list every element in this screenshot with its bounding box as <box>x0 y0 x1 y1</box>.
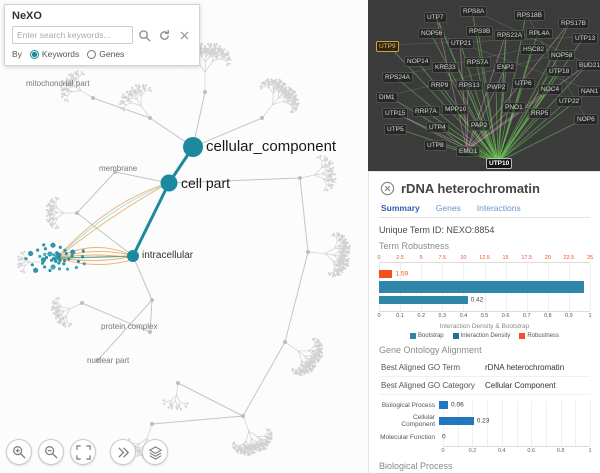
ontology-tree-panel[interactable]: NeXO By Keywords Genes <box>0 0 368 473</box>
search-input[interactable] <box>12 26 133 44</box>
search-mode-options: By Keywords Genes <box>12 49 192 59</box>
gene-node-rpl4a[interactable]: RPL4A <box>526 28 553 39</box>
gene-node-utp7[interactable]: UTP7 <box>424 12 447 23</box>
search-icon[interactable] <box>137 27 153 43</box>
gene-node-nan1[interactable]: NAN1 <box>578 86 600 97</box>
gene-node-rps9b[interactable]: RPS9B <box>466 26 494 37</box>
gene-node-nop14[interactable]: NOP14 <box>404 56 432 67</box>
tab-genes[interactable]: Genes <box>435 203 461 213</box>
gene-node-utp8[interactable]: UTP8 <box>424 140 447 151</box>
legend-robustness: Robustness <box>519 333 559 339</box>
gene-node-rps17b[interactable]: RPS17B <box>558 18 589 29</box>
go-alignment-heading: Gene Ontology Alignment <box>379 345 482 355</box>
gene-node-rps7a[interactable]: RPS7A <box>464 57 492 68</box>
bar-robustness: 1.59 <box>379 270 590 278</box>
gene-node-rps22a[interactable]: RPS22A <box>494 30 525 41</box>
search-by-keywords[interactable]: Keywords <box>29 49 79 59</box>
biological-process-heading: Biological Process <box>379 461 453 471</box>
gene-node-utp13[interactable]: UTP13 <box>572 33 599 44</box>
tab-interactions[interactable]: Interactions <box>476 203 521 213</box>
gene-node-utp5[interactable]: UTP5 <box>384 124 407 135</box>
gene-node-rps13[interactable]: RPS13 <box>456 80 483 91</box>
bar-interaction-density: 0.42 <box>379 296 590 304</box>
gene-node-utp4[interactable]: UTP4 <box>426 122 449 133</box>
gene-node-enp2[interactable]: ENP2 <box>494 62 517 73</box>
robustness-heading: Term Robustness <box>379 241 450 251</box>
zoom-toolbar <box>6 439 168 465</box>
gene-node-rrp9[interactable]: RRP9 <box>428 80 452 91</box>
gene-node-mpp10[interactable]: MPP10 <box>442 104 470 115</box>
search-panel: NeXO By Keywords Genes <box>4 4 200 66</box>
gene-node-nop58[interactable]: NOP58 <box>548 50 576 61</box>
gene-node-utp18[interactable]: UTP18 <box>546 66 573 77</box>
zoom-in-button[interactable] <box>6 439 32 465</box>
legend-interaction-density: Interaction Density <box>452 333 510 339</box>
radio-genes[interactable] <box>87 49 97 59</box>
bar-bootstrap <box>379 281 590 293</box>
gene-node-rrp7a[interactable]: RRP7A <box>412 106 440 117</box>
tab-summary[interactable]: Summary <box>381 203 420 213</box>
radio-keywords[interactable] <box>29 49 39 59</box>
expand-collapse-button[interactable] <box>110 439 136 465</box>
gene-node-rps18b[interactable]: RPS18B <box>514 10 545 21</box>
gene-node-pno1[interactable]: PNO1 <box>502 102 526 113</box>
reset-icon[interactable] <box>157 27 173 43</box>
legend-bootstrap: Bootstrap <box>409 333 444 339</box>
gene-node-utp15[interactable]: UTP15 <box>382 108 409 119</box>
gene-node-rps24a[interactable]: RPS24A <box>382 72 413 83</box>
term-title: rDNA heterochromatin <box>401 180 540 196</box>
gene-node-utp22[interactable]: UTP22 <box>556 96 583 107</box>
gene-node-pap2[interactable]: PAP2 <box>468 120 491 131</box>
close-search-icon[interactable] <box>176 27 192 43</box>
gene-node-rrp5[interactable]: RRP5 <box>528 108 552 119</box>
search-by-label: By <box>12 49 22 59</box>
gene-node-pwp2[interactable]: PWP2 <box>484 82 509 93</box>
gene-node-kre33[interactable]: KRE33 <box>432 62 459 73</box>
layers-button[interactable] <box>142 439 168 465</box>
zoom-out-button[interactable] <box>38 439 64 465</box>
detail-tabs: Summary Genes Interactions <box>379 203 590 218</box>
close-detail-icon[interactable] <box>379 180 395 196</box>
robustness-plot: 1.59 0.42 <box>379 263 591 312</box>
fit-to-screen-button[interactable] <box>70 439 96 465</box>
gene-node-bud21[interactable]: BUD21 <box>576 60 600 71</box>
gene-node-nop56[interactable]: NOP56 <box>418 28 446 39</box>
gene-node-nop6[interactable]: NOP6 <box>574 114 598 125</box>
gene-node-emg1[interactable]: EMG1 <box>456 146 481 157</box>
robustness-legend: Bootstrap Interaction Density Robustness <box>379 333 590 339</box>
gene-node-utp9[interactable]: UTP9 <box>376 41 399 52</box>
gene-node-utp21[interactable]: UTP21 <box>448 38 475 49</box>
gene-node-noc4[interactable]: NOC4 <box>538 84 563 95</box>
gene-node-dim1[interactable]: DIM1 <box>376 92 398 103</box>
gene-node-utp10[interactable]: UTP10 <box>486 158 513 169</box>
gene-node-hsc82[interactable]: HSC82 <box>520 44 547 55</box>
unique-term-id: Unique Term ID: NEXO:8854 <box>379 225 495 235</box>
search-by-genes[interactable]: Genes <box>87 49 124 59</box>
robustness-axis-label: Interaction Density & Bootstrap <box>439 323 530 330</box>
gene-node-utp6[interactable]: UTP6 <box>512 78 535 89</box>
app-title: NeXO <box>12 10 42 22</box>
tree-canvas[interactable] <box>0 0 368 473</box>
gene-node-rps8a[interactable]: RPS8A <box>460 6 488 17</box>
